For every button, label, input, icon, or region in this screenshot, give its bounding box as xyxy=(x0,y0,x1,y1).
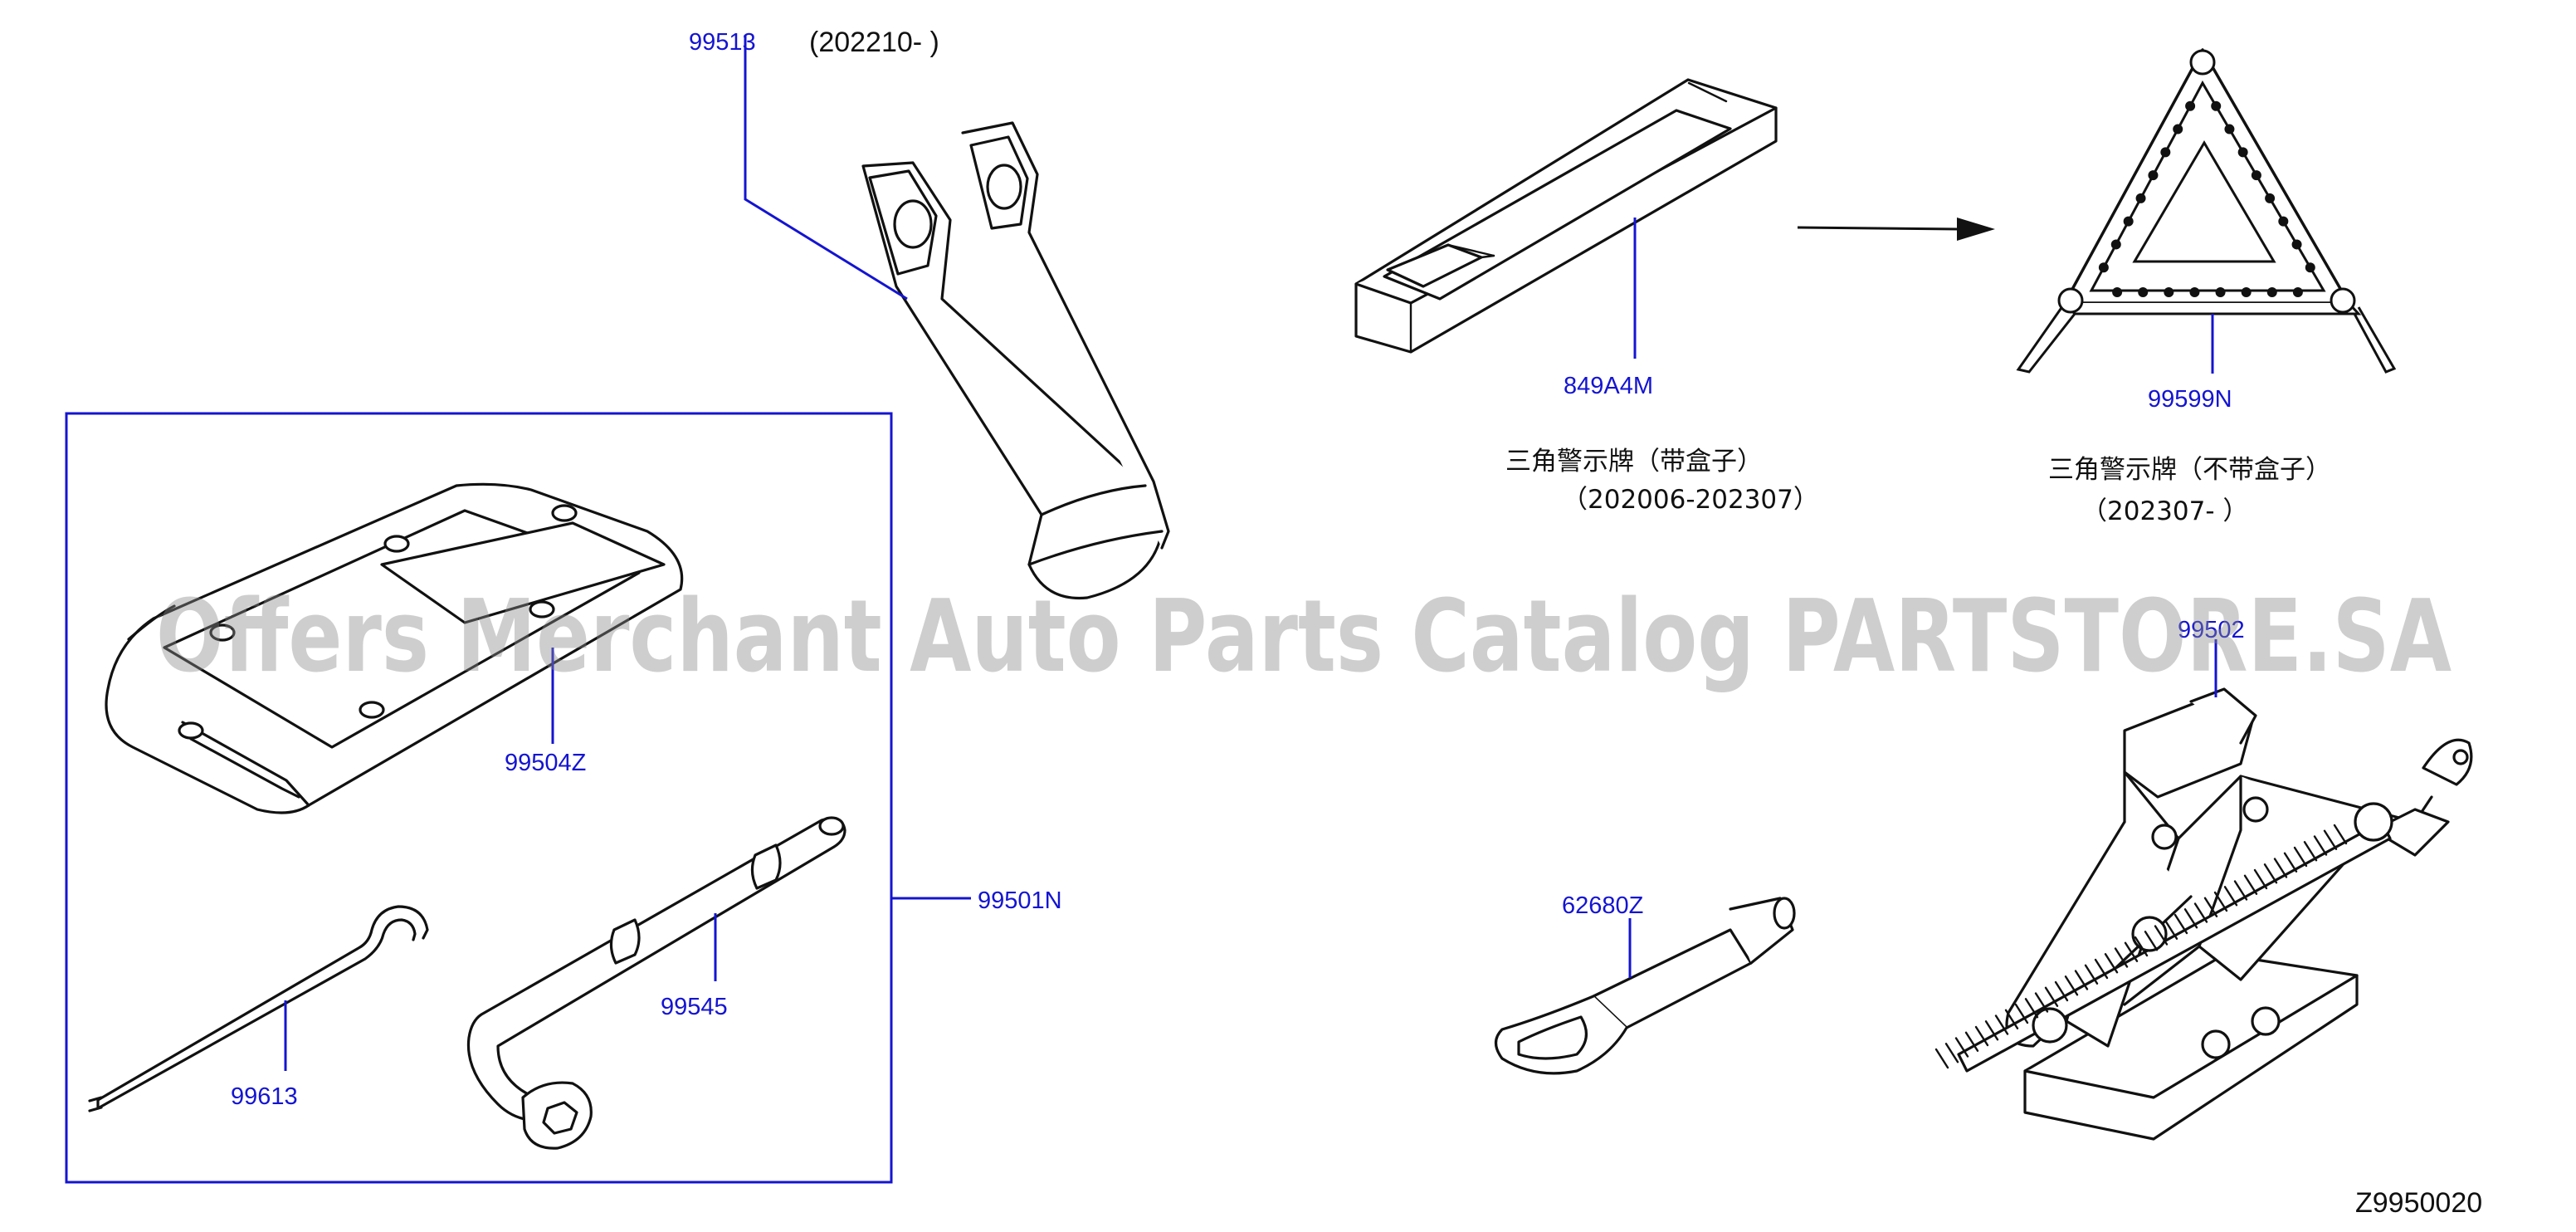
triangle-date-range: （202307- ） xyxy=(2081,496,2248,526)
thread-line xyxy=(2243,874,2258,895)
thread-line xyxy=(1984,1020,1999,1041)
reflector-dot xyxy=(2098,262,2109,273)
reflector-dot xyxy=(2148,170,2159,181)
warning-box-description: 三角警示牌（带盒子） xyxy=(1505,447,1763,477)
tool-kit-frame xyxy=(65,412,893,1184)
thread-line xyxy=(2223,886,2238,907)
thread-line xyxy=(2064,975,2079,996)
wheel-wrench-drawing xyxy=(466,816,846,1150)
reflector-dot xyxy=(2215,287,2226,297)
thread-line xyxy=(2303,841,2318,862)
triangle-part-number[interactable]: 99599N xyxy=(2148,386,2232,413)
thread-line xyxy=(1994,1014,2009,1035)
tool-tray-drawing xyxy=(105,482,684,814)
reflector-dot xyxy=(2278,216,2289,227)
strap-drawing xyxy=(861,121,1170,600)
jack-part-number[interactable]: 99502 xyxy=(2178,617,2245,643)
reflector-dot xyxy=(2164,287,2174,297)
thread-line xyxy=(1944,1043,1959,1063)
tow-hook-drawing xyxy=(1494,897,1796,1075)
thread-line xyxy=(2313,835,2328,856)
scissor-jack-drawing xyxy=(1934,687,2473,1141)
reflector-dot xyxy=(2292,287,2303,297)
thread-line xyxy=(2183,908,2198,929)
thread-line xyxy=(2273,858,2288,878)
thread-line xyxy=(2004,1009,2019,1029)
wrench-part-number[interactable]: 99545 xyxy=(661,994,728,1020)
reflector-dot xyxy=(2237,147,2248,158)
thread-line xyxy=(2124,941,2139,962)
strap-part-number[interactable]: 99513 xyxy=(689,29,756,56)
tow-hook-part-number[interactable]: 62680Z xyxy=(1562,892,1643,919)
thread-line xyxy=(2044,986,2059,1007)
thread-line xyxy=(2084,964,2099,985)
thread-line xyxy=(2283,852,2298,873)
thread-line xyxy=(2333,824,2348,845)
thread-line xyxy=(2203,897,2218,917)
thread-line xyxy=(2154,925,2169,946)
thread-line xyxy=(2104,953,2119,974)
tool-kit-part-number[interactable]: 99501N xyxy=(978,887,1062,914)
arrow-icon xyxy=(1797,218,1995,241)
reflector-dot xyxy=(2265,193,2276,203)
thread-line xyxy=(2293,846,2308,868)
thread-line xyxy=(2174,913,2188,935)
thread-line xyxy=(2233,880,2248,901)
thread-line xyxy=(1934,1048,1949,1069)
reflector-dot xyxy=(2185,100,2196,111)
thread-line xyxy=(2114,947,2129,968)
thread-line xyxy=(2074,970,2089,990)
hook-rod-part-number[interactable]: 99613 xyxy=(231,1083,298,1110)
thread-line xyxy=(2193,902,2208,923)
reflector-dot xyxy=(2110,239,2121,250)
thread-line xyxy=(2134,936,2149,957)
reflector-dot xyxy=(2173,124,2183,134)
tray-part-number[interactable]: 99504Z xyxy=(505,750,586,776)
thread-line xyxy=(2144,931,2159,951)
reflector-dot xyxy=(2160,147,2171,158)
reflector-dot xyxy=(2189,287,2200,297)
reflector-dot xyxy=(2224,124,2235,134)
reflector-dot xyxy=(2135,193,2146,203)
thread-line xyxy=(2094,958,2109,980)
hook-rod-drawing xyxy=(88,905,429,1112)
warning-box-date-range: （202006-202307） xyxy=(1562,485,1819,515)
diagram-code: Z9950020 xyxy=(2355,1187,2482,1219)
reflector-dot xyxy=(2251,170,2261,181)
watermark-text: Offers Merchant Auto Parts Catalog PARTS… xyxy=(156,579,2452,695)
reflector-dot xyxy=(2123,216,2134,227)
thread-line xyxy=(2263,863,2278,884)
thread-line xyxy=(2213,891,2228,912)
thread-line xyxy=(2054,980,2069,1002)
thread-line xyxy=(2164,919,2178,940)
thread-line xyxy=(1964,1031,1979,1052)
reflector-dot xyxy=(2112,287,2123,297)
warning-triangle-drawing xyxy=(2016,48,2397,374)
thread-line xyxy=(2014,1003,2029,1024)
triangle-description: 三角警示牌（不带盒子） xyxy=(2048,455,2331,485)
thread-line xyxy=(2034,992,2049,1013)
strap-date-range: (202210- ) xyxy=(809,27,939,58)
strap-leader-line xyxy=(744,35,908,301)
reflector-dot xyxy=(2138,287,2149,297)
thread-line xyxy=(1974,1025,1989,1047)
thread-line xyxy=(2323,829,2338,850)
thread-line xyxy=(2024,998,2039,1019)
thread-line xyxy=(1954,1037,1969,1058)
warning-triangle-box-drawing xyxy=(1354,78,1778,354)
reflector-dot xyxy=(2241,287,2252,297)
reflector-dot xyxy=(2266,287,2277,297)
reflector-dot xyxy=(2305,262,2315,273)
reflector-dot xyxy=(2291,239,2302,250)
thread-line xyxy=(2253,868,2268,890)
warning-box-part-number[interactable]: 849A4M xyxy=(1564,373,1653,399)
reflector-dot xyxy=(2211,100,2222,111)
